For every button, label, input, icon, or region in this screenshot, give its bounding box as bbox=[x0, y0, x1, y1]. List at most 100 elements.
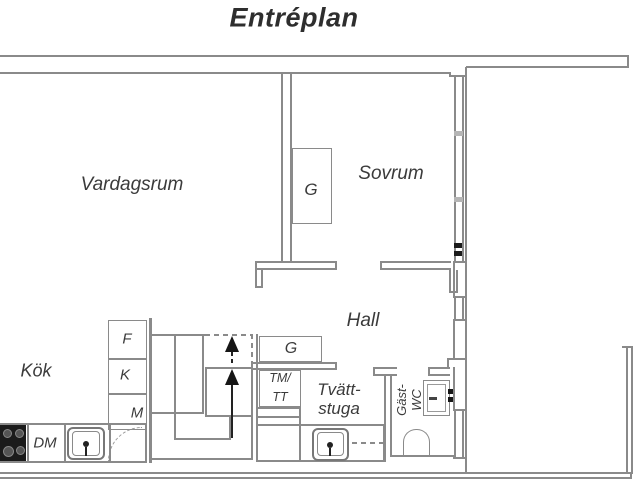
bedroom-wardrobe-box bbox=[292, 148, 332, 224]
stairs-landing-line bbox=[152, 412, 204, 414]
wall-laundry-top-a bbox=[253, 362, 337, 364]
cabinet-divider bbox=[108, 358, 147, 360]
wall-laundry-top-cap bbox=[335, 362, 337, 370]
cabinet-divider bbox=[108, 393, 147, 395]
wc-basin-inner bbox=[427, 384, 446, 412]
stairs-top-edge bbox=[152, 334, 205, 336]
wall-bedroom-south-top bbox=[380, 261, 451, 263]
wall-laundry-top-b bbox=[253, 368, 337, 370]
window-wc-bottom-cap bbox=[453, 457, 465, 459]
wall-wc-jog-top bbox=[447, 358, 466, 360]
laundry-label: Tvätt- stuga bbox=[317, 380, 361, 418]
washer-dryer-box bbox=[259, 370, 301, 407]
wall-hall-stub-b bbox=[261, 270, 263, 287]
window-wc-line-a bbox=[454, 410, 456, 458]
window-mullion-mark bbox=[454, 131, 463, 136]
kitchen-label: Kök bbox=[20, 360, 52, 381]
wall-divider-line-b bbox=[290, 73, 292, 262]
window-wc-top-cap bbox=[453, 409, 465, 411]
window-wc-line-b bbox=[462, 410, 464, 458]
window-bedroom-top-cap bbox=[449, 75, 465, 77]
wall-wc-top-right-cap bbox=[428, 367, 430, 376]
window-vent-mark bbox=[454, 243, 462, 248]
door-swing-arc bbox=[108, 427, 142, 461]
wall-right-inner-segment bbox=[453, 320, 455, 360]
laundry-cabinet-side bbox=[299, 407, 301, 461]
wall-laundry-right bbox=[384, 375, 386, 462]
wall-hall-nw-left-cap bbox=[255, 261, 257, 270]
stove-burner bbox=[15, 429, 24, 438]
stairs-landing-line bbox=[174, 438, 231, 440]
wall-hall-stub-cap bbox=[255, 286, 263, 288]
wall-wc-left bbox=[390, 375, 392, 455]
stairs-cut-line-right bbox=[251, 334, 253, 365]
window-hall-bottom-cap bbox=[453, 319, 465, 321]
kitchen-counter-divider bbox=[64, 423, 66, 462]
living-room-label: Vardagsrum bbox=[80, 174, 184, 195]
kitchen-faucet-icon bbox=[83, 441, 89, 447]
laundry-faucet-icon bbox=[327, 442, 333, 448]
wall-wc-top-right-b bbox=[428, 374, 450, 376]
bedroom-wardrobe-label: G bbox=[304, 180, 318, 199]
stairs-landing-line bbox=[229, 417, 231, 439]
wall-right-inner-segment bbox=[453, 262, 455, 297]
wall-terrace-right-outer bbox=[631, 346, 633, 474]
laundry-faucet-stem bbox=[329, 448, 331, 456]
stove-burner bbox=[16, 446, 25, 455]
stove-burner bbox=[3, 429, 12, 438]
laundry-dashed-line bbox=[352, 442, 383, 444]
hall-label: Hall bbox=[346, 310, 380, 331]
stairs-arrow-dashed-shaft bbox=[231, 352, 233, 365]
wall-top-outer bbox=[0, 55, 629, 57]
wall-bedroom-stub-a bbox=[449, 270, 451, 293]
wall-bedroom-south-bottom bbox=[380, 268, 451, 270]
wall-hall-nw-bottom bbox=[255, 268, 337, 270]
window-mullion-mark bbox=[454, 197, 463, 202]
wall-bottom-outer bbox=[0, 477, 632, 479]
wc-basin-tap-mark bbox=[448, 389, 453, 394]
wall-bedroom-stub-cap bbox=[449, 291, 458, 293]
kitchen-counter-divider bbox=[27, 423, 29, 462]
wall-bottom-inner bbox=[0, 472, 632, 474]
wall-terrace-right-inner bbox=[626, 346, 628, 472]
wall-bedroom-stub-b bbox=[456, 270, 458, 293]
kitchen-counter-bottom bbox=[0, 461, 147, 463]
stairs-arrow-shaft bbox=[231, 384, 233, 438]
stairs-inner-rect-top bbox=[205, 367, 252, 369]
kitchen-counter-right bbox=[145, 423, 147, 462]
toilet-icon bbox=[403, 429, 430, 455]
window-hall-top-cap bbox=[453, 296, 465, 298]
washer-dryer-label: TM/ TT bbox=[269, 371, 291, 404]
stairs-inner-rect-bottom bbox=[205, 415, 252, 417]
wall-top-inner-left bbox=[0, 72, 450, 74]
laundry-counter-top bbox=[258, 424, 385, 426]
stairs-up-arrow-icon bbox=[225, 336, 239, 352]
laundry-shelf-line bbox=[256, 407, 301, 409]
wall-wc-top-right-a bbox=[428, 367, 450, 369]
wall-bedroom-south-cap bbox=[380, 261, 382, 270]
kitchen-counter-divider bbox=[109, 423, 111, 462]
wall-bottom-right-cap bbox=[630, 472, 632, 479]
wall-right-inner-corner bbox=[449, 72, 451, 77]
dishwasher-label: DM bbox=[33, 434, 57, 452]
bedroom-label: Sovrum bbox=[358, 163, 424, 184]
stairs-flight-line bbox=[174, 334, 176, 440]
wall-wc-divider-bar-a bbox=[373, 367, 397, 369]
wall-terrace-right-top-cap bbox=[622, 346, 633, 348]
window-hall-line-a bbox=[454, 297, 456, 320]
window-hall-line-b bbox=[462, 297, 464, 320]
laundry-counter-right bbox=[383, 424, 385, 461]
wall-hall-nw-right-cap bbox=[335, 261, 337, 270]
kitchen-faucet-stem bbox=[85, 447, 87, 456]
wc-basin-tap-mark bbox=[448, 397, 453, 402]
window-vent-mark bbox=[454, 251, 462, 256]
stove-burner bbox=[3, 446, 14, 457]
window-bedroom-line-b bbox=[462, 76, 464, 262]
laundry-sink-basin bbox=[317, 432, 344, 456]
wall-divider-line-a bbox=[281, 73, 283, 262]
kitchen-counter-top bbox=[0, 423, 147, 425]
wall-top-right-cap bbox=[627, 55, 629, 68]
stairs-bottom-edge bbox=[152, 458, 253, 460]
wall-stairs-left bbox=[149, 318, 152, 463]
